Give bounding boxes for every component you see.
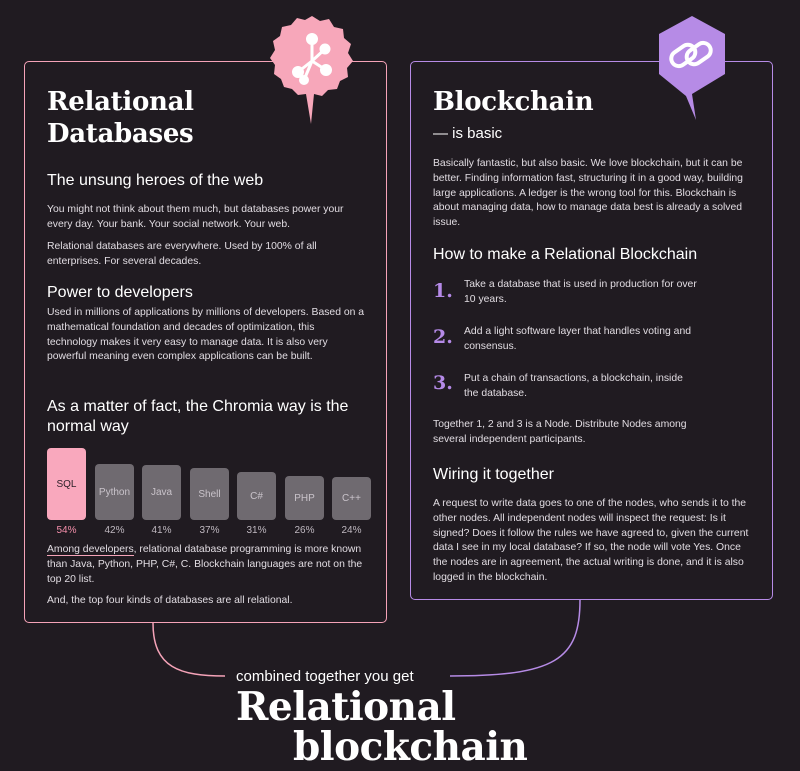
step-2-text: Add a light software layer that handles …: [464, 326, 692, 352]
together-text: Together 1, 2 and 3 is a Node. Distribut…: [433, 419, 687, 445]
wiring-text: A request to write data goes to one of t…: [433, 498, 749, 583]
left-title-line2: Databases: [47, 119, 194, 149]
bar-php: PHP: [285, 476, 324, 520]
bar-percent-label: 37%: [199, 525, 220, 536]
wiring-heading: Wiring it together: [433, 466, 554, 483]
bar-percent-label: 31%: [246, 525, 267, 536]
fact-heading: As a matter of fact, the Chromia way is …: [47, 398, 349, 435]
left-intro-1: You might not think about them much, but…: [47, 204, 344, 230]
bottom-title-line1: Relational: [236, 684, 456, 730]
right-title: Blockchain: [433, 87, 594, 117]
right-subtitle: — is basic: [433, 125, 503, 142]
left-closing: And, the top four kinds of databases are…: [47, 595, 293, 606]
step-3-text: Put a chain of transactions, a blockchai…: [464, 373, 683, 399]
left-title-line1: Relational: [47, 87, 194, 117]
bar-java: Java: [142, 465, 181, 520]
bar-python: Python: [95, 464, 134, 520]
chain-link-icon: [659, 16, 725, 120]
bar-percent-label: 42%: [104, 525, 125, 536]
bar-c-: C#: [237, 472, 276, 520]
step-2-number: 2.: [433, 326, 453, 348]
step-3-number: 3.: [433, 372, 453, 394]
bottom-caption: combined together you get: [236, 668, 414, 685]
among-text: Among developers, relational database pr…: [47, 543, 367, 587]
bar-percent-label: 26%: [294, 525, 315, 536]
relational-databases-card: [24, 61, 387, 623]
bar-percent-label: 24%: [341, 525, 362, 536]
right-intro: Basically fantastic, but also basic. We …: [433, 158, 743, 229]
among-developers-link[interactable]: Among developers: [47, 544, 134, 556]
power-text: Used in millions of applications by mill…: [47, 307, 365, 363]
how-heading: How to make a Relational Blockchain: [433, 246, 698, 263]
network-icon: [270, 16, 353, 124]
blockchain-card: [410, 61, 773, 600]
left-subtitle: The unsung heroes of the web: [47, 172, 264, 189]
bar-percent-label: 41%: [151, 525, 172, 536]
step-1-number: 1.: [433, 280, 453, 302]
step-1-text: Take a database that is used in producti…: [464, 279, 697, 305]
among-rest: , relational database programming is mor…: [47, 544, 363, 585]
language-popularity-chart: SQL 54% Python 42% Java 41% Shell 37% C# 31% PHP 26…: [47, 443, 377, 536]
bar-sql: SQL: [47, 448, 86, 520]
power-heading: Power to developers: [47, 284, 193, 301]
bottom-title-line2: blockchain: [293, 724, 528, 770]
left-intro-2: Relational databases are everywhere. Use…: [47, 241, 317, 267]
bar-percent-label: 54%: [56, 525, 77, 536]
bar-c-: C++: [332, 477, 371, 520]
bar-shell: Shell: [190, 468, 229, 520]
